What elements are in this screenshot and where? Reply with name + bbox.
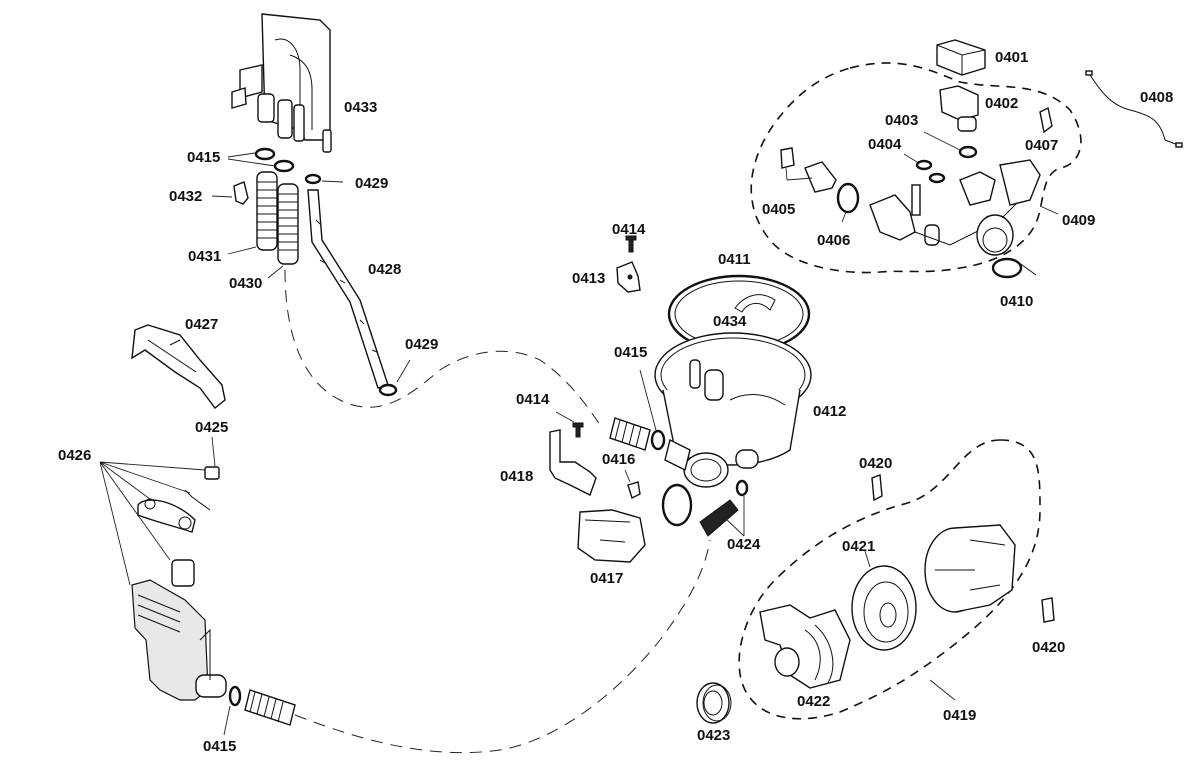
part-0423-grommet	[696, 682, 732, 724]
label-0415-top: 0415	[187, 149, 220, 166]
label-0420-top: 0420	[859, 455, 892, 472]
part-0424-hose	[699, 479, 749, 537]
part-0420-clip-right	[1041, 597, 1055, 623]
part-circulation-motor	[924, 524, 1016, 613]
part-0425-switch	[204, 436, 220, 480]
part-0416-clip	[624, 469, 641, 499]
part-0430-hose	[267, 183, 299, 279]
part-0417-unit	[577, 509, 646, 563]
label-0416: 0416	[602, 451, 635, 468]
label-0426: 0426	[58, 447, 91, 464]
label-0429-lower: 0429	[405, 336, 438, 353]
label-0411: 0411	[718, 251, 751, 268]
part-0433-air-break	[231, 13, 332, 153]
part-0410-clamp	[991, 257, 1037, 279]
part-0413-bracket	[616, 261, 641, 293]
label-0431: 0431	[188, 248, 221, 265]
label-0413: 0413	[572, 270, 605, 287]
part-drain-hose-corrugated	[244, 689, 296, 726]
part-0404-ring-b	[928, 172, 946, 184]
label-0423: 0423	[697, 727, 730, 744]
part-0405-valve	[780, 147, 837, 193]
part-0415-ring-middle	[639, 369, 666, 451]
label-0427: 0427	[185, 316, 218, 333]
label-0429-top: 0429	[355, 175, 388, 192]
label-0419: 0419	[943, 707, 976, 724]
part-0415-ring-a	[254, 147, 276, 161]
part-0422-pump-volute	[759, 604, 851, 689]
part-0428-tube	[307, 189, 389, 389]
label-0424: 0424	[727, 536, 761, 553]
part-0409-valve-body	[869, 159, 1059, 256]
label-0425: 0425	[195, 419, 228, 436]
label-0428: 0428	[368, 261, 401, 278]
part-sump-hose-corrugated	[609, 417, 651, 451]
label-0410: 0410	[1000, 293, 1033, 310]
part-0414-screw-top	[625, 235, 637, 253]
part-0402-solenoid	[939, 85, 979, 132]
group-0409-outline	[750, 62, 1082, 274]
part-0414-screw-lower	[555, 411, 584, 438]
hose-route-line-lower	[294, 539, 711, 754]
part-0412-sump	[654, 332, 812, 488]
label-0402: 0402	[985, 95, 1018, 112]
part-0434-arrow	[734, 294, 776, 313]
label-0408: 0408	[1140, 89, 1173, 106]
part-0406-ring	[836, 182, 860, 214]
part-0429-clamp-lower	[378, 359, 411, 397]
label-0404: 0404	[868, 136, 902, 153]
label-0417: 0417	[590, 570, 623, 587]
part-0403-ring	[958, 145, 978, 159]
label-0418: 0418	[500, 468, 533, 485]
label-0403: 0403	[885, 112, 918, 129]
part-0418-bracket	[549, 429, 597, 496]
label-0405: 0405	[762, 201, 795, 218]
label-0430: 0430	[229, 275, 262, 292]
label-0421: 0421	[842, 538, 875, 555]
part-0415-ring-lower	[223, 685, 242, 736]
label-0420-right: 0420	[1032, 639, 1065, 656]
label-0433: 0433	[344, 99, 377, 116]
part-0401-cover	[936, 39, 986, 76]
part-sump-o-ring	[661, 483, 693, 527]
hose-route-line	[284, 269, 601, 426]
part-0432-clip	[211, 181, 249, 205]
part-0426-drain-pump	[131, 579, 227, 701]
label-0434: 0434	[713, 313, 747, 330]
part-0429-clamp-top	[304, 173, 344, 185]
part-0431-hose	[227, 171, 278, 255]
part-0408-wire	[1085, 70, 1183, 148]
label-0401: 0401	[995, 49, 1028, 66]
group-0419-outline	[738, 439, 1041, 720]
part-0404-ring-a	[915, 159, 933, 171]
part-0421-impeller-housing	[851, 550, 917, 651]
label-0409: 0409	[1062, 212, 1095, 229]
label-0432: 0432	[169, 188, 202, 205]
part-0420-clip-top	[871, 474, 883, 502]
part-0427-cover	[131, 324, 226, 409]
label-0407: 0407	[1025, 137, 1058, 154]
part-0426-leaders	[99, 461, 211, 587]
label-0422: 0422	[797, 693, 830, 710]
label-0415-middle: 0415	[614, 344, 647, 361]
label-0414-lower: 0414	[516, 391, 550, 408]
label-0412: 0412	[813, 403, 846, 420]
part-0415-ring-b	[273, 159, 295, 173]
label-0414-top: 0414	[612, 221, 646, 238]
part-0407-clip	[1039, 106, 1053, 134]
label-0415-lower: 0415	[203, 738, 236, 755]
label-0406: 0406	[817, 232, 850, 249]
